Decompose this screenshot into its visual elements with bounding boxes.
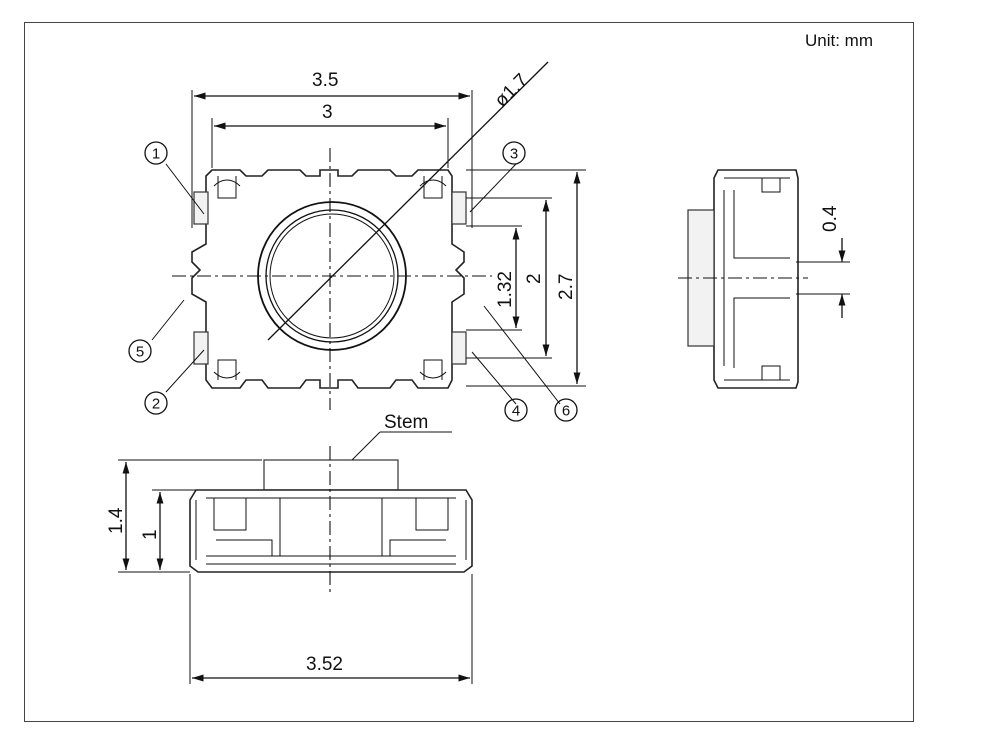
dim-label-3-52: 3.52 [306, 654, 343, 675]
dim-label-1: 1 [140, 529, 161, 540]
svg-text:1: 1 [152, 146, 160, 163]
top-view: ø1.7 3.5 3 2.7 2 1.32 1 [128, 61, 586, 422]
svg-text:3: 3 [510, 146, 518, 163]
dim-label-1-32: 1.32 [495, 271, 516, 308]
terminal-4-marker: 4 [504, 398, 528, 422]
dim-label-3-5: 3.5 [312, 70, 338, 91]
top-view-body [191, 169, 465, 389]
terminal-1-pad [193, 191, 209, 225]
dim-label-2-7: 2.7 [556, 274, 577, 300]
dim-label-2: 2 [524, 273, 545, 284]
terminal-6-marker: 6 [554, 398, 578, 422]
diameter-leader [267, 61, 549, 341]
svg-text:4: 4 [512, 403, 520, 420]
terminal-3-marker: 3 [502, 141, 526, 165]
front-view-housing [189, 489, 473, 573]
side-view: 0.4 [678, 169, 850, 389]
terminal-2-pad [193, 331, 209, 365]
terminal-3-pad [451, 191, 467, 225]
terminal-2-marker: 2 [144, 391, 168, 415]
terminal-1-marker: 1 [144, 141, 168, 165]
side-view-body [713, 169, 799, 389]
terminal-4-pad [451, 331, 467, 365]
svg-text:5: 5 [136, 344, 144, 361]
terminal-5-marker: 5 [128, 339, 152, 363]
svg-text:2: 2 [152, 396, 160, 413]
dim-label-0-4: 0.4 [820, 205, 841, 232]
svg-text:6: 6 [562, 403, 570, 420]
diameter-label: ø1.7 [491, 70, 533, 112]
front-view-stem [263, 459, 399, 491]
dim-label-3: 3 [322, 102, 333, 123]
stem-label: Stem [384, 412, 428, 433]
unit-label: Unit: mm [805, 31, 873, 50]
dim-label-1-4: 1.4 [106, 507, 127, 534]
front-view: Stem 1.4 1 3.52 [106, 412, 473, 684]
